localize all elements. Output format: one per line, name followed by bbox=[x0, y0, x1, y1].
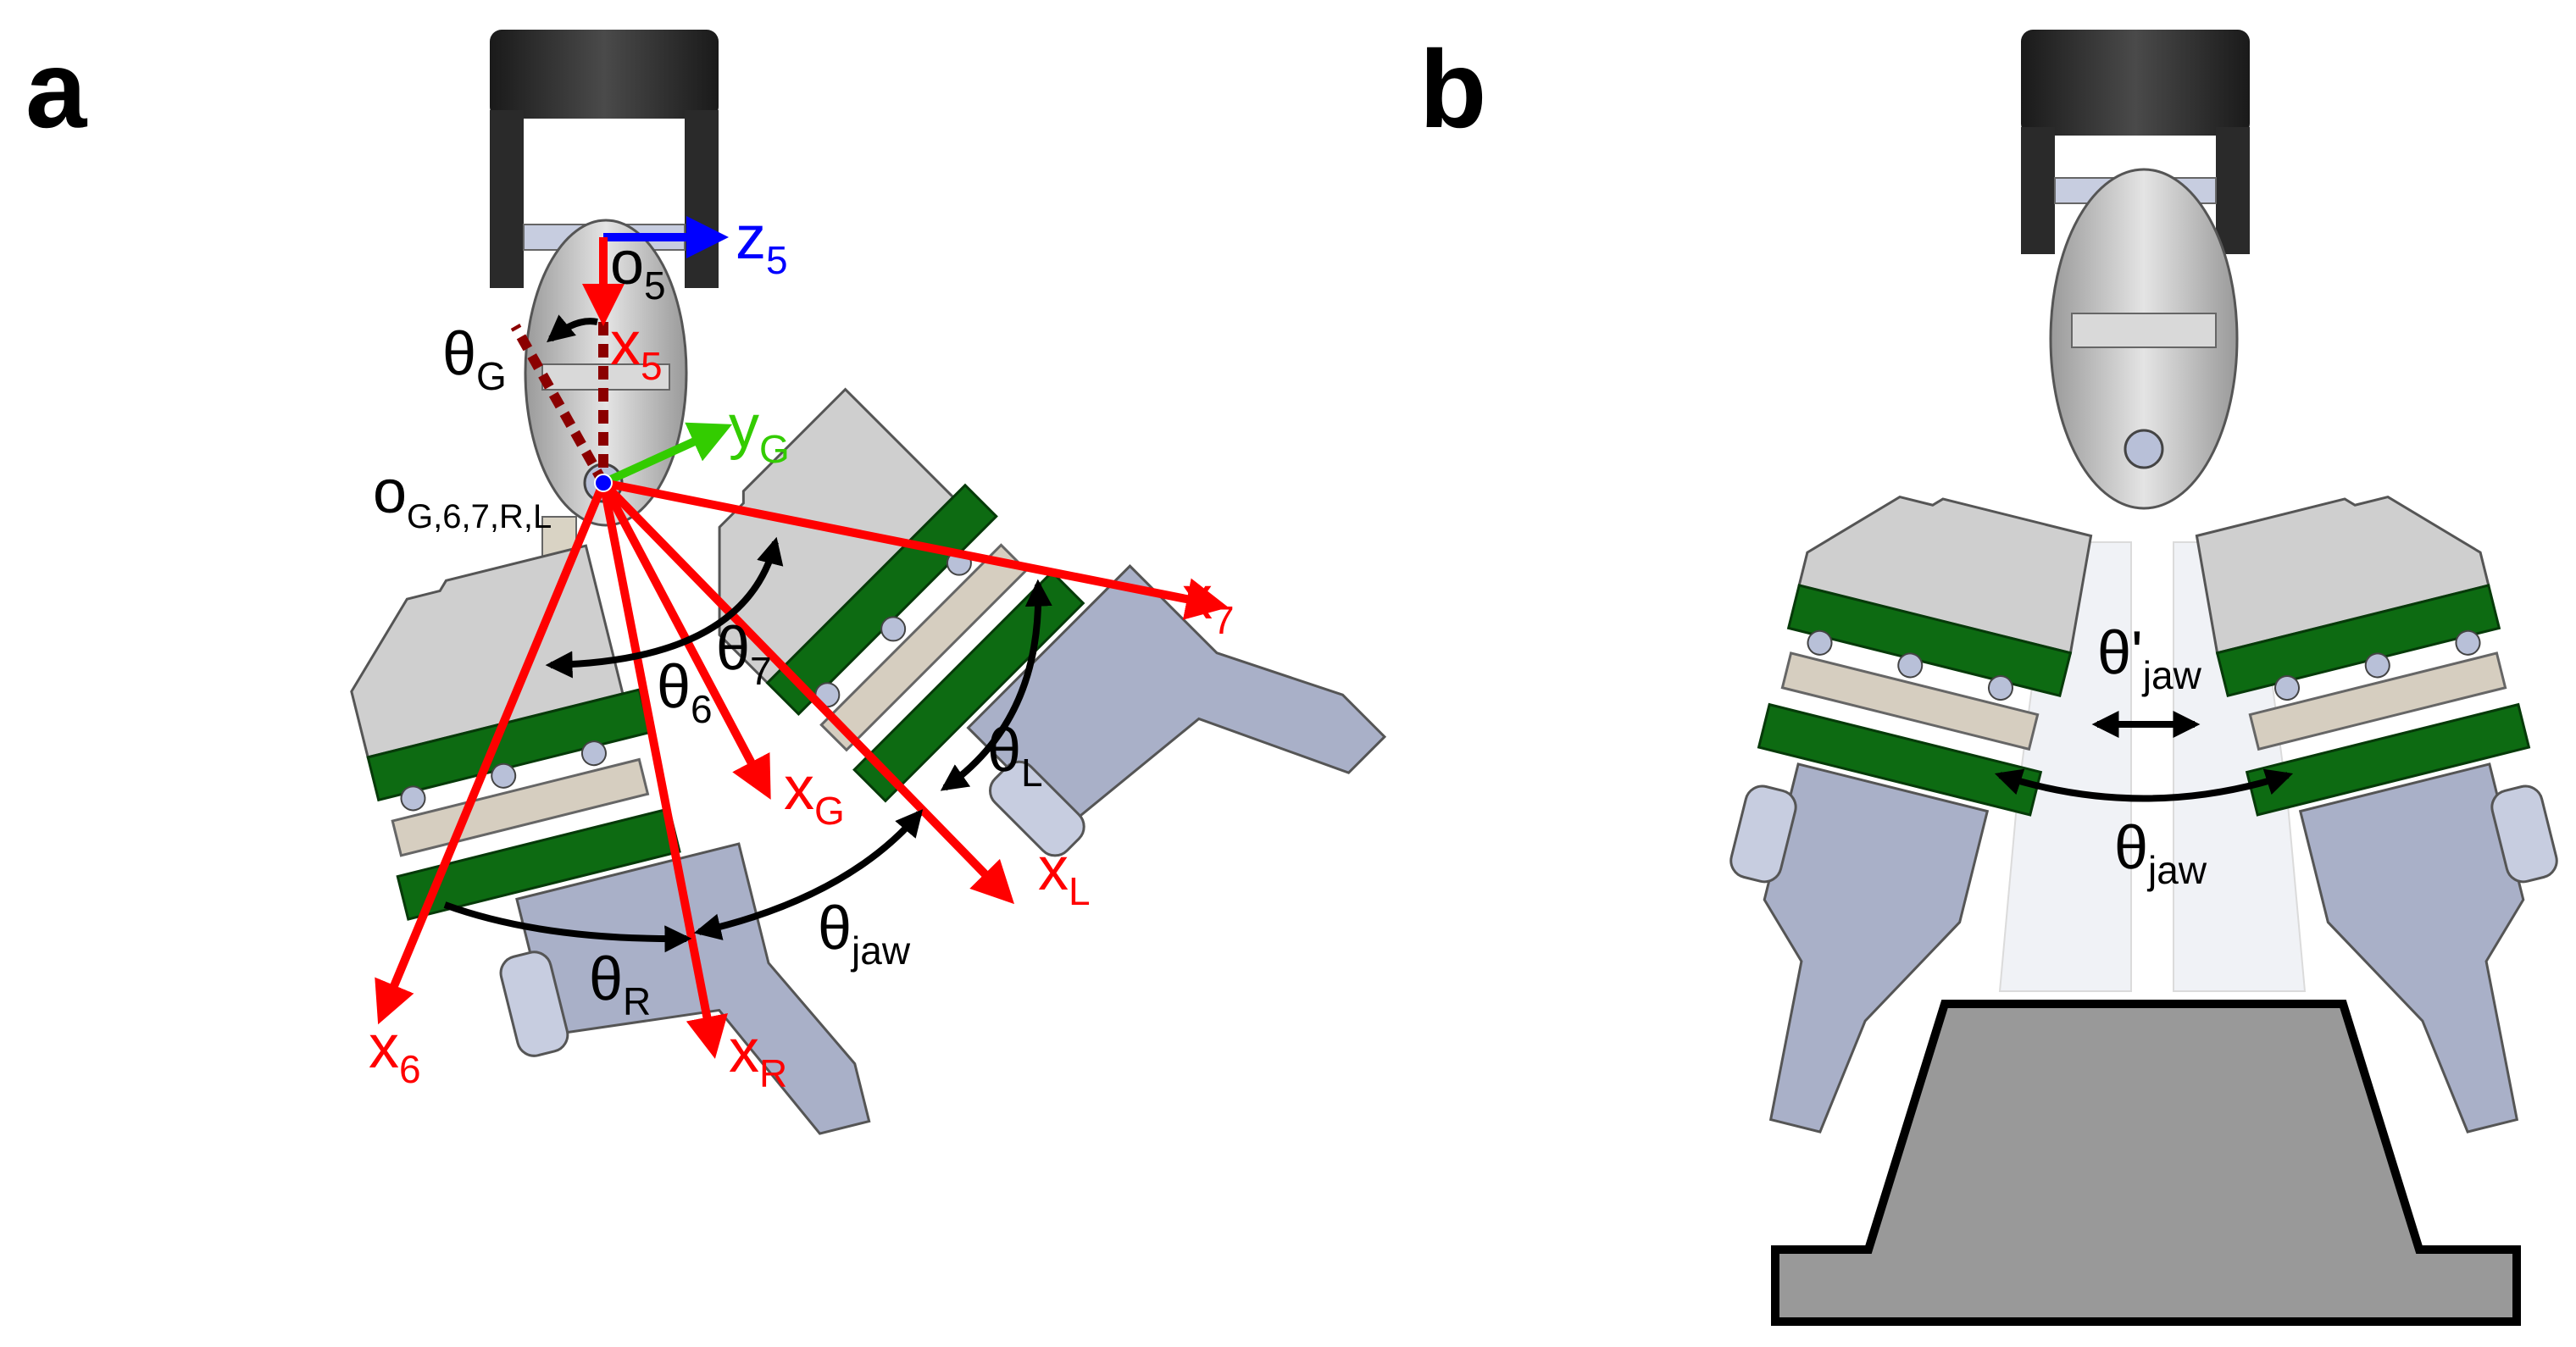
thetaJaw-label-b: θjaw bbox=[2114, 814, 2207, 892]
angle-arrows-a bbox=[443, 314, 1052, 953]
labels-a: z5 o5 x5 θG yG oG,6,7,R,L x7 θ7 θ6 xG θL… bbox=[369, 204, 1235, 1095]
theta6-arc bbox=[545, 536, 784, 679]
panel-letter-a: a bbox=[25, 27, 88, 151]
angle-arrows-b bbox=[1994, 711, 2294, 802]
xR-label: xR bbox=[729, 1017, 787, 1095]
o5-label: o5 bbox=[610, 230, 666, 308]
thetaR-label: θR bbox=[589, 945, 651, 1023]
wrist-body-b bbox=[2049, 168, 2239, 510]
thetaR-arc bbox=[443, 901, 692, 953]
z5-label: z5 bbox=[736, 204, 788, 282]
motor-housing-b bbox=[2021, 30, 2250, 254]
theta7-label: θ7 bbox=[716, 615, 772, 693]
thetaJaw-label-a: θjaw bbox=[818, 895, 911, 973]
thetaJaw-arc-b bbox=[1994, 768, 2294, 802]
thetaL-arc bbox=[940, 579, 1052, 791]
x5-label: x5 bbox=[610, 310, 663, 388]
xL-label: xL bbox=[1038, 835, 1091, 913]
panel-a: a bbox=[25, 27, 1387, 1135]
grasped-object bbox=[1771, 1000, 2521, 1326]
theta6-label: θ6 bbox=[657, 653, 713, 731]
finger-left-b bbox=[1729, 495, 2093, 1134]
xG-label: xG bbox=[784, 755, 845, 833]
thetaL-label: θL bbox=[987, 717, 1043, 795]
oG-label: oG,6,7,R,L bbox=[373, 458, 552, 535]
gripper-reference-dashed-line bbox=[510, 324, 608, 485]
panel-letter-b: b bbox=[1419, 27, 1486, 151]
finger-tips-translucent-b bbox=[1998, 541, 2307, 992]
x7-label: x7 bbox=[1182, 564, 1235, 642]
thetaG-arc bbox=[547, 314, 598, 343]
finger-right-b bbox=[2195, 495, 2558, 1134]
x7-axis-arrow bbox=[602, 479, 1229, 620]
thetaJaw-arc-a bbox=[693, 809, 924, 940]
thetaG-label: θG bbox=[442, 320, 507, 398]
yG-label: yG bbox=[729, 393, 790, 471]
x6-label: x6 bbox=[369, 1013, 421, 1091]
thetaJawPrime-label: θ'jaw bbox=[2097, 619, 2202, 697]
panel-b: b bbox=[1419, 27, 2558, 1326]
origin-oG-point bbox=[594, 474, 613, 492]
yG-axis-arrow bbox=[601, 422, 733, 487]
